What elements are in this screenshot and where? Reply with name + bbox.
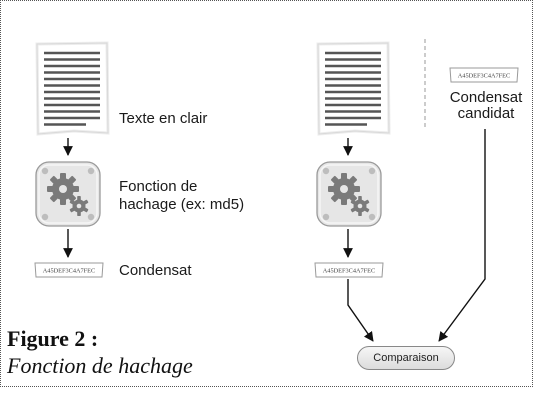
arrow-icon <box>438 129 486 342</box>
arrow-icon <box>347 279 374 342</box>
hash-strip-icon: A45DEF3C4A7FEC <box>449 67 519 83</box>
candidate-digest-text: A45DEF3C4A7FEC <box>458 73 510 80</box>
hash-strip-icon: A45DEF3C4A7FEC <box>34 262 104 278</box>
digest-text: A45DEF3C4A7FEC <box>43 268 95 275</box>
figure-caption: Fonction de hachage <box>7 353 193 378</box>
document-label: Texte en clair <box>119 110 208 127</box>
figure-title: Figure 2 : <box>7 326 99 351</box>
document-icon <box>316 41 391 136</box>
candidate-label-line2: candidat <box>457 105 515 122</box>
document-icon <box>35 41 110 136</box>
digest-text-right: A45DEF3C4A7FEC <box>323 268 375 275</box>
comparison-box: Comparaison <box>357 346 455 370</box>
gear-box-icon <box>35 161 101 227</box>
function-label-line1: Fonction de <box>119 178 198 195</box>
function-label-line2: hachage (ex: md5) <box>119 196 245 213</box>
hash-strip-icon: A45DEF3C4A7FEC <box>314 262 384 278</box>
digest-label: Condensat <box>119 262 192 279</box>
candidate-label-line1: Condensat <box>449 89 523 106</box>
gear-box-icon <box>316 161 382 227</box>
